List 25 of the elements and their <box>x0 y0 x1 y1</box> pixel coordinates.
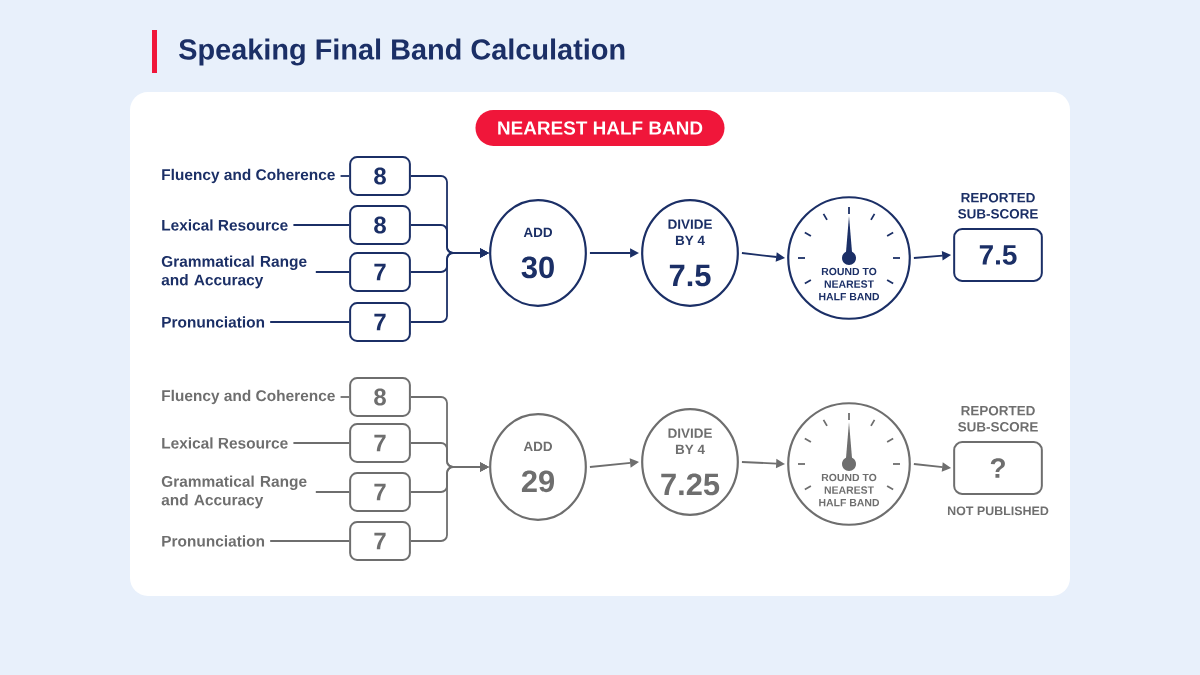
score-box: 7 <box>349 423 411 463</box>
criterion-label: Grammatical Range and Accuracy <box>161 255 307 289</box>
score-box: 7 <box>349 472 411 512</box>
heading: REPORTED SUB-SCORE <box>958 192 1038 219</box>
score-box: 8 <box>349 377 411 417</box>
score-box: 7 <box>349 302 411 342</box>
note: NOT PUBLISHED <box>948 506 1049 516</box>
result-box: 7.5 <box>953 228 1043 282</box>
criterion-label: Lexical Resource <box>162 219 288 231</box>
heading: REPORTED SUB-SCORE <box>958 405 1038 432</box>
score-box: 7 <box>349 252 411 292</box>
score-box: 8 <box>349 156 411 196</box>
title: Speaking Final Band Calculation <box>179 38 625 66</box>
badge: NEAREST HALF BAND <box>475 110 725 146</box>
score-box: 8 <box>349 205 411 245</box>
score-box: 7 <box>349 521 411 561</box>
criterion-label: Fluency and Coherence <box>162 168 335 184</box>
gauge-dial: ROUND TO NEAREST HALF BAND <box>787 196 911 320</box>
criterion-label: Grammatical Range and Accuracy <box>161 475 307 509</box>
gauge-dial: ROUND TO NEAREST HALF BAND <box>787 402 911 526</box>
criterion-label: Pronunciation <box>162 535 265 547</box>
result-box: ? <box>953 441 1043 495</box>
criterion-label: Fluency and Coherence <box>162 389 335 405</box>
criterion-label: Lexical Resource <box>162 437 288 449</box>
criterion-label: Pronunciation <box>162 316 265 328</box>
